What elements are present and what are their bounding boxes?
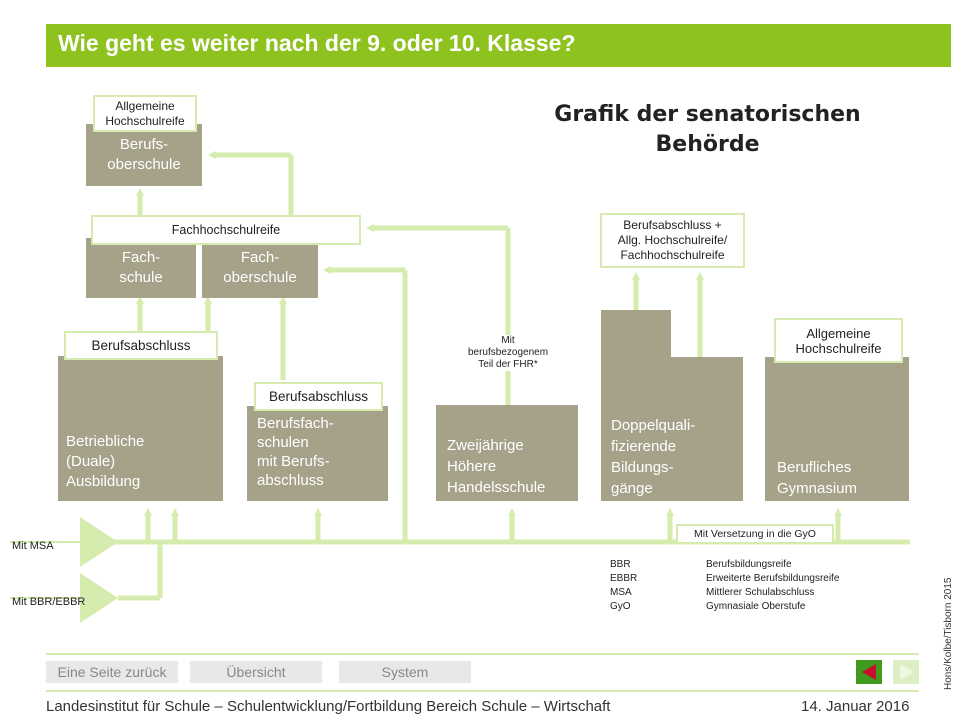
box-berufsoberschule: Berufs- oberschule <box>86 124 202 186</box>
label-allg-hochschulreife-right: Allgemeine Hochschulreife <box>774 318 903 363</box>
box-betriebliche-text: Betriebliche (Duale) Ausbildung <box>66 433 145 490</box>
nav-system-button[interactable]: System <box>339 661 471 683</box>
legend-text: Erweiterte Berufsbildungsreife <box>706 573 840 584</box>
box-berufsfachschulen-text: Berufsfach- schulen mit Berufs- abschlus… <box>257 415 334 489</box>
box-fachoberschule-text: Fach- oberschule <box>223 249 297 286</box>
entry-mit-bbr: Mit BBR/EBBR <box>12 596 86 608</box>
box-berufsfachschulen: Berufsfach- schulen mit Berufs- abschlus… <box>247 406 388 501</box>
label-berufsabschluss-plus: Berufsabschluss + Allg. Hochschulreife/ … <box>600 213 745 268</box>
label-fachhochschulreife: Fachhochschulreife <box>91 215 361 245</box>
legend-abbr: GyO <box>610 601 631 612</box>
legend-abbr: BBR <box>610 559 631 570</box>
label-mit-berufsbezogen: Mit berufsbezogenem Teil der FHR* <box>446 335 570 371</box>
diagram-subtitle: Grafik der senatorischen Behörde <box>554 102 861 157</box>
label-berufsabschluss-mid: Berufsabschluss <box>254 382 383 411</box>
entry-wedge-bbr <box>80 573 118 623</box>
box-doppelquali-top <box>601 310 671 358</box>
box-fachschule-text: Fach- schule <box>119 249 163 286</box>
footer-divider-top <box>46 653 919 655</box>
legend-abbr: EBBR <box>610 573 638 584</box>
label-berufsabschluss-left: Berufsabschluss <box>64 331 218 360</box>
credit-text: Hons/Kolbe/Tisborn 2015 <box>943 577 954 690</box>
footer-divider-bottom <box>46 690 919 692</box>
legend-text: Berufsbildungsreife <box>706 559 792 570</box>
box-doppelquali-text: Doppelquali- fizierende Bildungs- gänge <box>611 417 696 497</box>
prev-slide-button[interactable] <box>856 660 882 684</box>
footer-date: 14. Januar 2016 <box>801 698 910 715</box>
triangle-left-icon <box>862 664 876 680</box>
entry-wedge-msa <box>80 517 118 567</box>
nav-back-button[interactable]: Eine Seite zurück <box>46 661 178 683</box>
footer-institute: Landesinstitut für Schule – Schulentwick… <box>46 698 611 715</box>
box-berufliches-gymnasium: Berufliches Gymnasium <box>765 357 909 501</box>
entry-mit-msa: Mit MSA <box>12 540 54 552</box>
triangle-right-icon <box>900 664 914 680</box>
nav-overview-button[interactable]: Übersicht <box>190 661 322 683</box>
title-bar <box>46 24 951 67</box>
box-fachoberschule: Fach- oberschule <box>202 238 318 298</box>
label-mit-versetzung: Mit Versetzung in die GyO <box>676 524 834 544</box>
legend-abbr: MSA <box>610 587 632 598</box>
label-allg-hochschulreife-top: Allgemeine Hochschulreife <box>93 95 197 132</box>
legend-text: Mittlerer Schulabschluss <box>706 587 815 598</box>
box-gymnasium-text: Berufliches Gymnasium <box>777 459 858 497</box>
box-fachschule: Fach- schule <box>86 238 196 298</box>
box-handelsschule: Zweijährige Höhere Handelsschule <box>436 405 578 501</box>
page-title: Wie geht es weiter nach der 9. oder 10. … <box>58 30 576 56</box>
next-slide-button[interactable] <box>893 660 919 684</box>
box-doppelquali: Doppelquali- fizierende Bildungs- gänge <box>601 357 743 501</box>
box-betriebliche-ausbildung: Betriebliche (Duale) Ausbildung <box>58 356 223 501</box>
box-handelsschule-text: Zweijährige Höhere Handelsschule <box>447 437 546 496</box>
legend-text: Gymnasiale Oberstufe <box>706 601 806 612</box>
box-berufsoberschule-text: Berufs- oberschule <box>107 136 181 173</box>
